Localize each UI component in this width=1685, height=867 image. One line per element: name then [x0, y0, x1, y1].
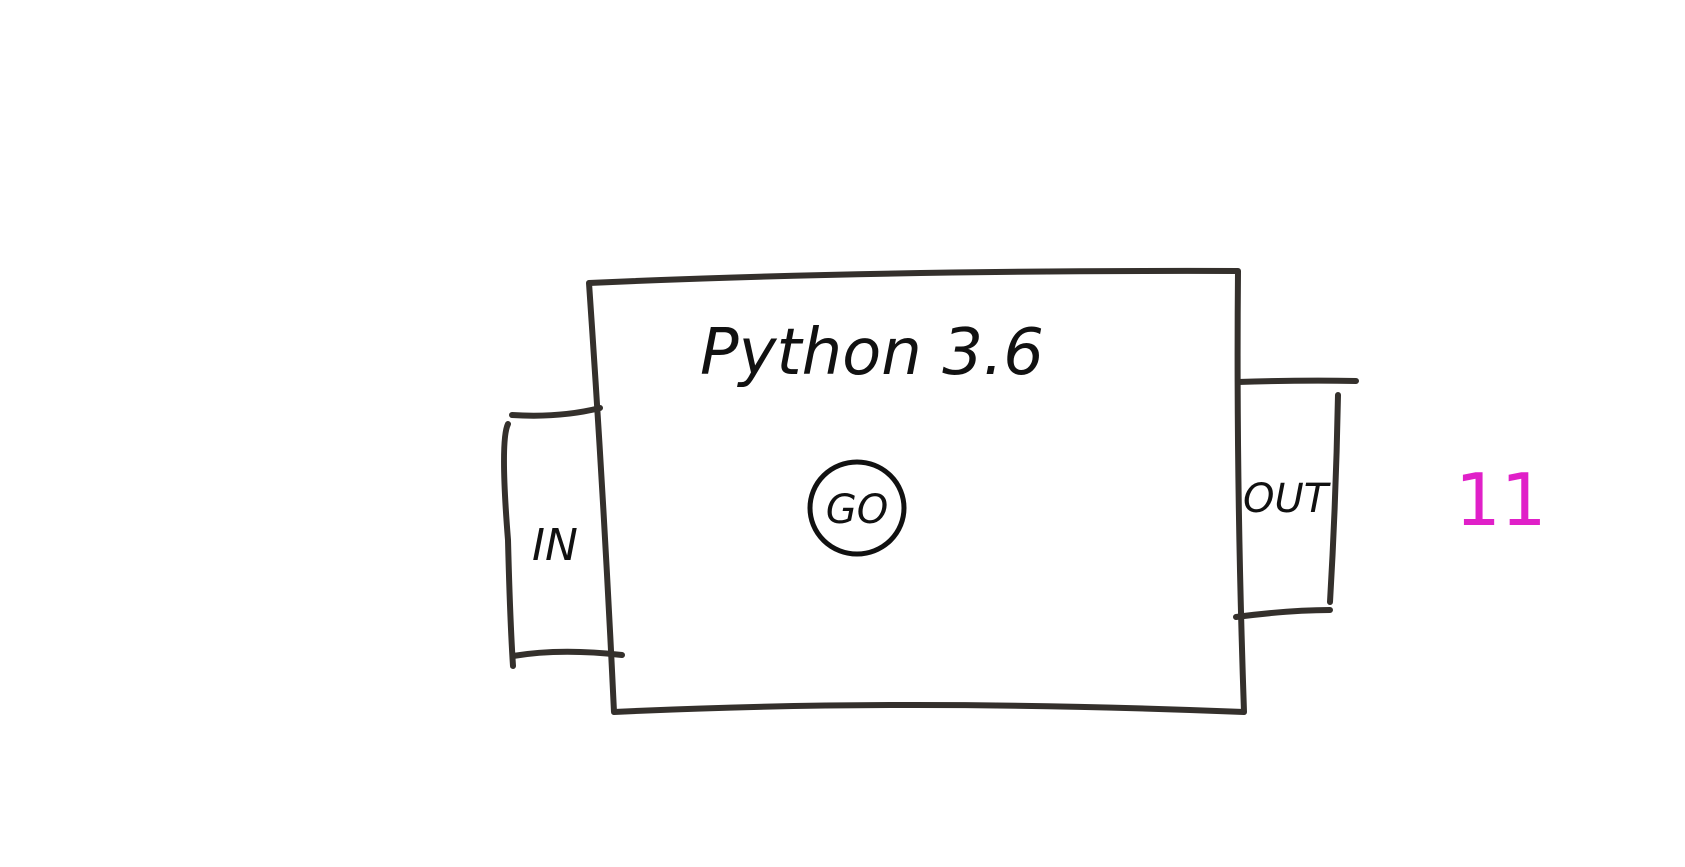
machine-title: Python 3.6: [700, 316, 1044, 390]
input-label: IN: [532, 520, 578, 571]
output-label: OUT: [1243, 476, 1332, 522]
go-button[interactable]: [807, 459, 907, 557]
machine-box: [586, 267, 1247, 715]
go-button-label: GO: [826, 487, 888, 533]
output-slot: [1233, 377, 1359, 620]
output-value: 11: [1455, 458, 1547, 542]
input-slot: [501, 405, 625, 669]
